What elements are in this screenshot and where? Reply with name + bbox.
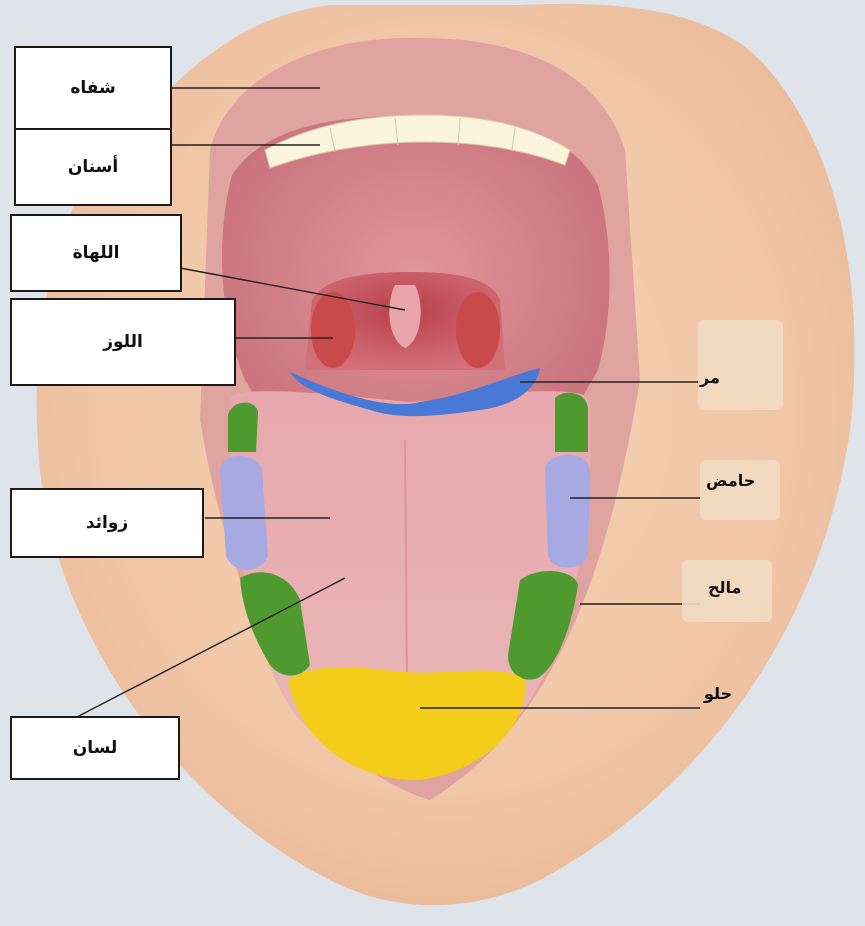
left-tonsil (311, 292, 355, 368)
sour-zone-left (220, 456, 268, 570)
teeth-label: أسنان (14, 128, 172, 206)
salty-label: مالح (708, 578, 741, 597)
right-tonsil (456, 292, 500, 368)
lips-label: شفاه (14, 46, 172, 130)
salty-zone-right-top (555, 393, 588, 452)
sweet-label: حلو (704, 684, 732, 703)
label-patch-bitter (698, 320, 783, 410)
bitter-label: مر (700, 368, 720, 387)
throat (305, 272, 505, 370)
uvula-label: اللهاة (10, 214, 182, 292)
tonsils-label: اللوز (10, 298, 236, 386)
papillae-label: زوائد (10, 488, 204, 558)
tongue-label: لسان (10, 716, 180, 780)
salty-zone-left-top (228, 403, 258, 452)
sour-label: حامض (706, 471, 755, 490)
label-patch-sour (700, 460, 780, 520)
sour-zone-right (545, 455, 590, 568)
